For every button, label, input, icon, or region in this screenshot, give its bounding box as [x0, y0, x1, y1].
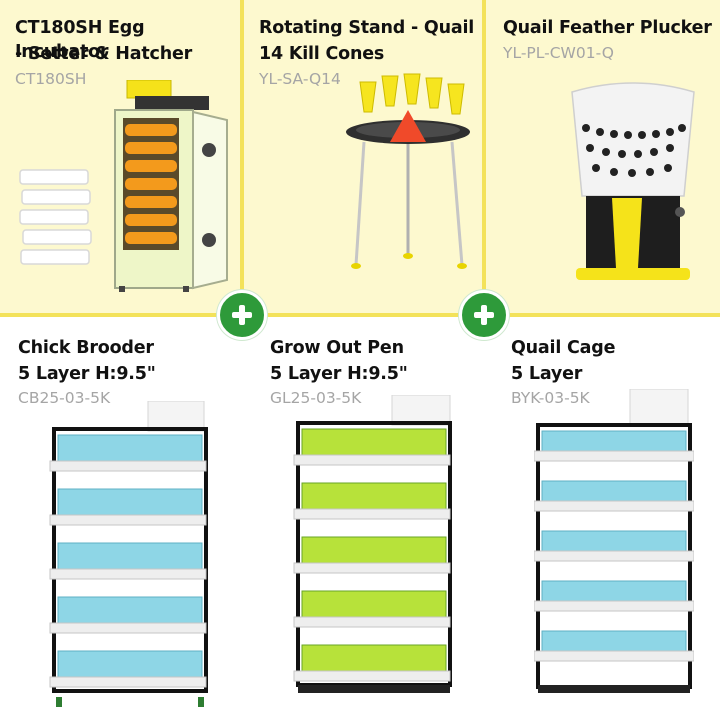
- product-title-line2: 5 Layer H:9.5": [270, 364, 408, 384]
- product-title-line1: Quail Feather Plucker: [503, 18, 712, 38]
- product-title-line2: 5 Layer H:9.5": [18, 364, 156, 384]
- divider-vertical: [240, 0, 244, 313]
- product-title-line1: Rotating Stand - Quail: [259, 18, 475, 38]
- product-card-grow-out-pen[interactable]: Grow Out Pen 5 Layer H:9.5" GL25-03-5K: [244, 317, 482, 720]
- product-title-line1: Quail Cage: [511, 338, 616, 358]
- product-card-incubator[interactable]: CT180SH Egg Incubator - Setter & Hatcher…: [0, 0, 240, 313]
- product-title-line2: 5 Layer: [511, 364, 583, 384]
- plus-icon: [217, 290, 267, 340]
- product-sku: YL-PL-CW01-Q: [503, 44, 614, 62]
- product-title-line1: Grow Out Pen: [270, 338, 404, 358]
- plus-icon: [459, 290, 509, 340]
- product-title-line2: 14 Kill Cones: [259, 44, 385, 64]
- divider-horizontal: [0, 313, 720, 317]
- kill-cone-stand-image: [346, 73, 470, 269]
- product-sku: BYK-03-5K: [511, 389, 590, 407]
- product-card-kill-cone-stand[interactable]: Rotating Stand - Quail 14 Kill Cones YL-…: [244, 0, 482, 313]
- product-sku: YL-SA-Q14: [259, 70, 341, 88]
- feather-plucker-image: [571, 82, 695, 280]
- brooder-image: [49, 401, 208, 707]
- product-card-quail-cage[interactable]: Quail Cage 5 Layer BYK-03-5K: [486, 317, 720, 720]
- incubator-image: [19, 80, 228, 292]
- product-card-feather-plucker[interactable]: Quail Feather Plucker YL-PL-CW01-Q: [486, 0, 720, 313]
- product-title-line1: CT180SH Egg Incubator: [15, 18, 145, 62]
- product-title-line2: - Setter & Hatcher: [15, 44, 193, 64]
- product-title-line1: Chick Brooder: [18, 338, 154, 358]
- grow-out-pen-image: [293, 395, 452, 693]
- quail-cage-image: [534, 389, 694, 693]
- product-card-chick-brooder[interactable]: Chick Brooder 5 Layer H:9.5" CB25-03-5K: [0, 317, 240, 720]
- divider-vertical: [482, 0, 486, 313]
- product-sku: CB25-03-5K: [18, 389, 111, 407]
- product-sku: GL25-03-5K: [270, 389, 362, 407]
- product-sku: CT180SH: [15, 70, 87, 88]
